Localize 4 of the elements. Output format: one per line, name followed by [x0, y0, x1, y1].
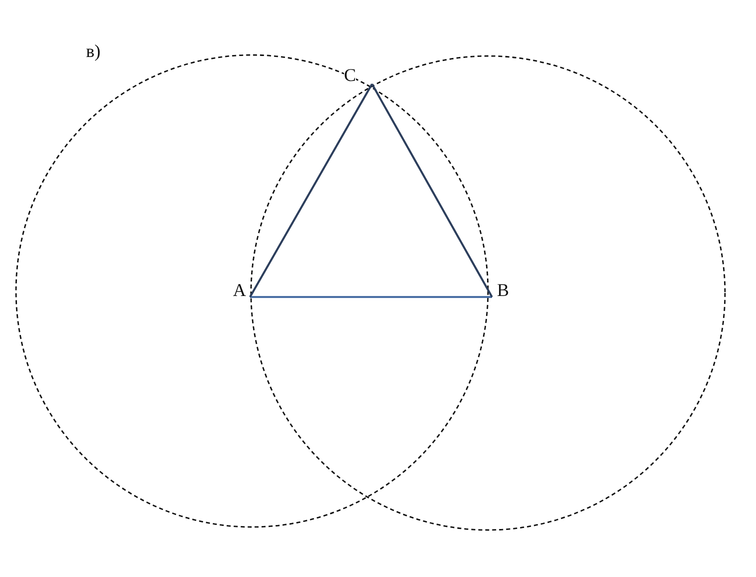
point-label: C [344, 66, 356, 84]
figure-label: в) [86, 42, 100, 60]
point-label: A [233, 281, 246, 299]
point-label: B [497, 281, 510, 299]
